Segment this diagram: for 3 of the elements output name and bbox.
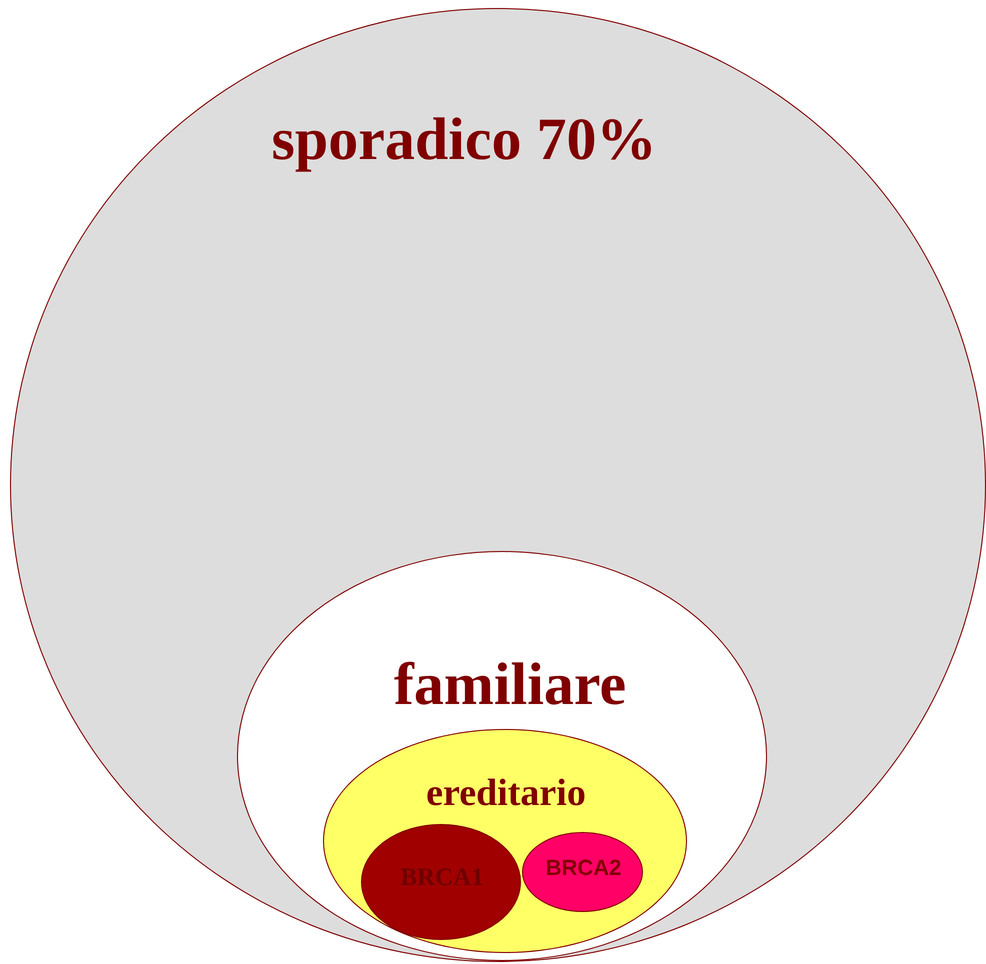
ellipse-label: ereditario bbox=[426, 774, 586, 812]
ellipse-label: familiare bbox=[394, 654, 626, 714]
ellipse-label: BRCA2 bbox=[546, 857, 622, 879]
